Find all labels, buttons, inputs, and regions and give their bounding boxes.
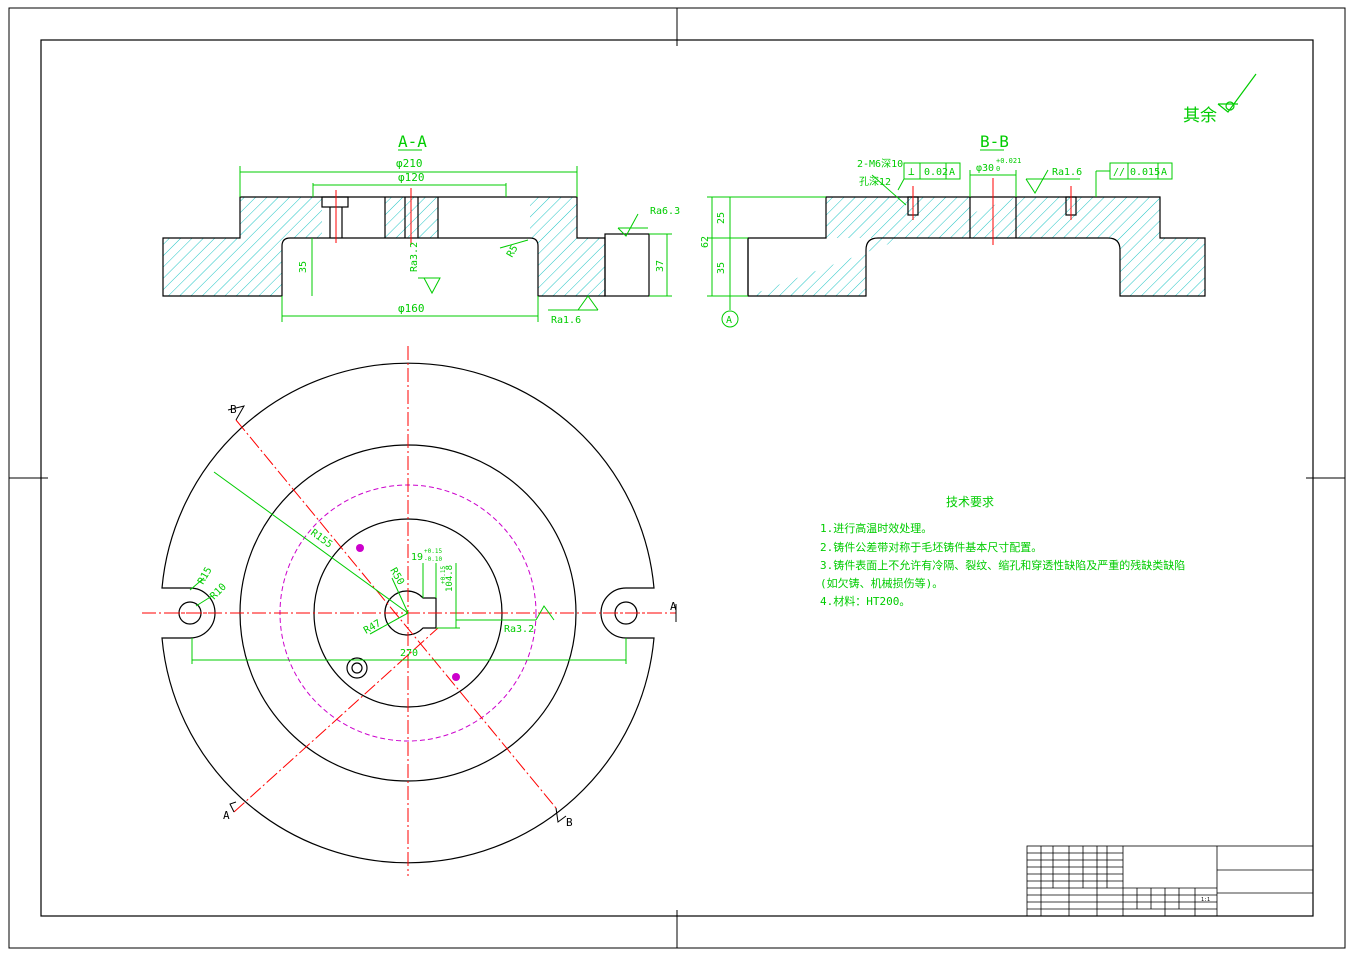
- tech-item: 3.铸件表面上不允许有冷隔、裂纹、缩孔和穿透性缺陷及严重的残缺类缺陷: [820, 558, 1185, 572]
- tech-item: 4.材料：HT200。: [820, 594, 910, 608]
- svg-text:+0.021: +0.021: [996, 157, 1021, 165]
- svg-text:35: 35: [298, 261, 309, 273]
- section-cut-arrows: [227, 405, 677, 823]
- outer-border: [8, 7, 1346, 949]
- tech-item: 1.进行高温时效处理。: [820, 521, 932, 535]
- svg-text:Ra1.6: Ra1.6: [551, 315, 581, 326]
- section-aa: A-A: [162, 132, 680, 326]
- svg-text://: //: [1113, 167, 1125, 178]
- plan-view: B A B A R155 R15 R10 R50 R47 19 +0.15 -0…: [142, 346, 677, 876]
- svg-text:⊥: ⊥: [908, 165, 915, 178]
- svg-text:φ210: φ210: [396, 157, 423, 170]
- svg-text:Ra3.2: Ra3.2: [409, 242, 420, 272]
- section-aa-dimensions: [239, 166, 672, 322]
- svg-text:R155: R155: [308, 528, 334, 551]
- svg-text:B: B: [230, 403, 237, 416]
- section-bb-title: B-B: [980, 132, 1009, 151]
- svg-text:R15: R15: [196, 565, 215, 586]
- title-block: [1026, 845, 1314, 917]
- svg-text:A: A: [949, 167, 955, 178]
- plan-centerlines: [142, 346, 676, 876]
- svg-text:2-M6深10: 2-M6深10: [857, 158, 903, 170]
- svg-text:37: 37: [655, 260, 666, 272]
- svg-text:Ra1.6: Ra1.6: [1052, 167, 1082, 178]
- svg-text:φ120: φ120: [398, 171, 425, 184]
- svg-text:R47: R47: [362, 618, 383, 637]
- scale-value: 1:1: [1201, 897, 1210, 903]
- svg-text:Ra6.3: Ra6.3: [650, 206, 680, 217]
- svg-text:R50: R50: [387, 566, 406, 587]
- section-aa-outline: [162, 196, 650, 297]
- plan-dimensions: [189, 471, 627, 664]
- svg-text:A: A: [726, 315, 732, 326]
- tech-item: (如欠铸、机械损伤等)。: [820, 576, 943, 590]
- svg-text:A: A: [1161, 167, 1167, 178]
- centering-marks: [9, 8, 1345, 948]
- section-aa-title: A-A: [398, 132, 427, 151]
- svg-text:62: 62: [700, 236, 711, 248]
- svg-text:φ30: φ30: [976, 163, 994, 174]
- svg-text:19: 19: [411, 552, 423, 563]
- svg-text:104.8: 104.8: [445, 565, 455, 592]
- svg-text:B: B: [566, 816, 573, 829]
- section-bb: B-B: [700, 132, 1206, 328]
- tech-heading: 技术要求: [946, 495, 994, 509]
- svg-text:A: A: [223, 809, 230, 822]
- svg-text:0.015: 0.015: [1130, 167, 1160, 178]
- svg-text:25: 25: [716, 212, 727, 224]
- general-roughness: 其余: [1183, 73, 1257, 126]
- svg-text:R5: R5: [505, 244, 521, 260]
- svg-text:0: 0: [996, 165, 1000, 173]
- tech-requirements: 技术要求 1.进行高温时效处理。 2.铸件公差带对称于毛坯铸件基本尺寸配置。 3…: [820, 495, 1185, 608]
- svg-text:+0.15: +0.15: [440, 566, 447, 584]
- svg-text:φ160: φ160: [398, 302, 425, 315]
- svg-text:35: 35: [716, 262, 727, 274]
- svg-text:270: 270: [400, 648, 418, 659]
- svg-text:其余: 其余: [1183, 106, 1217, 126]
- svg-text:A: A: [670, 600, 677, 613]
- perpendicularity-frame: [903, 162, 961, 180]
- tech-item: 2.铸件公差带对称于毛坯铸件基本尺寸配置。: [820, 540, 1042, 554]
- svg-text:+0.15: +0.15: [424, 548, 442, 555]
- svg-text:Ra3.2: Ra3.2: [504, 624, 534, 635]
- section-bb-dimensions: [707, 162, 1173, 328]
- svg-text:0.02: 0.02: [924, 167, 948, 178]
- svg-text:孔深12: 孔深12: [859, 176, 891, 188]
- roughness-symbol-icon: [1217, 73, 1257, 113]
- tapped-holes: [356, 544, 460, 681]
- svg-text:-0.10: -0.10: [424, 556, 442, 563]
